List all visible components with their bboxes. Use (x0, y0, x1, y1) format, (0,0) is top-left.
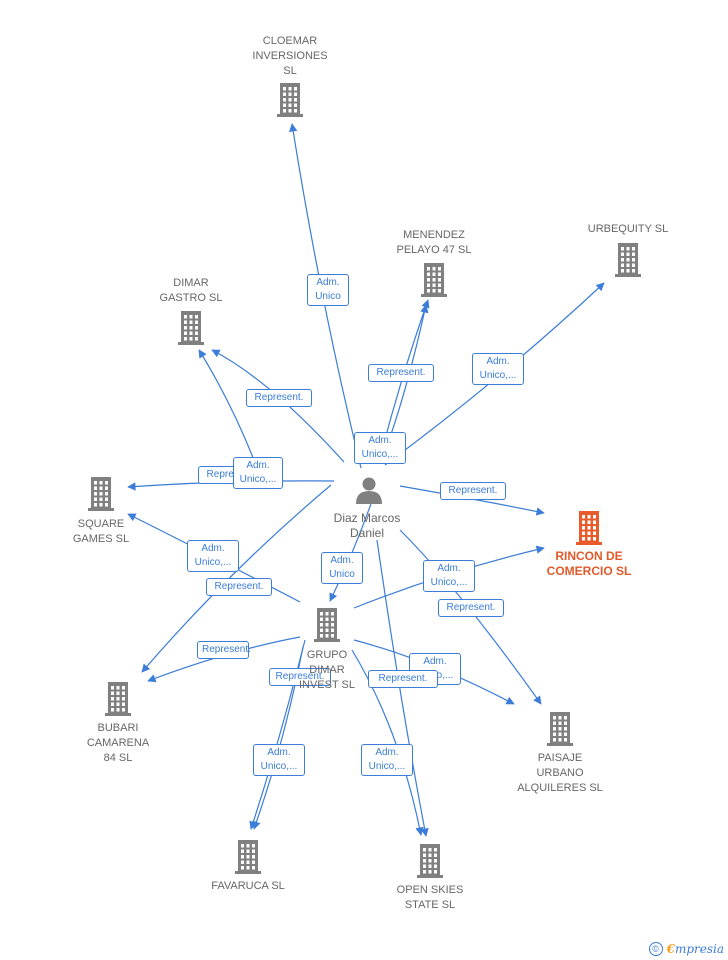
company-label-dimar[interactable]: DIMAR GASTRO SL (159, 277, 223, 304)
person-icon[interactable] (356, 477, 382, 505)
person-label[interactable]: Diaz Marcos Daniel (333, 511, 401, 540)
building-icon[interactable] (178, 311, 204, 345)
relation-label[interactable]: Represent. (206, 578, 272, 596)
building-icon[interactable] (547, 712, 573, 746)
company-label-urbequity[interactable]: URBEQUITY SL (587, 223, 669, 235)
company-label-grupo[interactable]: GRUPO DIMAR INVEST SL (298, 649, 356, 691)
relation-label[interactable]: Represent. (269, 668, 331, 686)
relation-label[interactable]: Adm. Unico (307, 274, 349, 306)
building-icon[interactable] (235, 840, 261, 874)
company-label-rincon[interactable]: RINCON DE COMERCIO SL (546, 549, 632, 578)
footer-brand: © €mpresia (648, 942, 724, 956)
relation-label[interactable]: Adm. Unico,... (233, 457, 283, 489)
building-icon[interactable] (417, 844, 443, 878)
relation-label[interactable]: Adm. Unico,... (423, 560, 475, 592)
relation-edge (351, 649, 424, 836)
relation-label[interactable]: Represent. (197, 641, 251, 659)
relation-label[interactable]: Represent. (440, 482, 506, 500)
relation-label[interactable]: Adm. Unico,... (253, 744, 305, 776)
relation-label[interactable]: Represent. (246, 389, 312, 407)
relation-edge (198, 349, 255, 461)
building-icon[interactable] (88, 477, 114, 511)
relation-edge (141, 484, 332, 673)
company-label-cloemar[interactable]: CLOEMAR INVERSIONES SL (252, 35, 328, 77)
relation-edge (249, 639, 306, 830)
relation-label[interactable]: Adm. Unico (321, 552, 363, 584)
relation-label[interactable]: Adm. Unico,... (472, 353, 524, 385)
building-icon[interactable] (615, 243, 641, 277)
relation-label[interactable]: Represent. (368, 364, 434, 382)
relation-edge (376, 539, 429, 837)
relation-label[interactable]: Represent. (438, 599, 504, 617)
relation-label[interactable]: Adm. Unico,... (354, 432, 406, 464)
company-label-square[interactable]: SQUARE GAMES SL (72, 518, 130, 545)
company-label-menendez[interactable]: MENENDEZ PELAYO 47 SL (396, 229, 472, 256)
building-icon[interactable] (421, 263, 447, 297)
relation-edge (329, 497, 374, 602)
relation-label[interactable]: Adm. Unico,... (187, 540, 239, 572)
brand-logo: €mpresia (666, 942, 724, 956)
building-icon[interactable] (105, 682, 131, 716)
building-icon[interactable] (314, 608, 340, 642)
company-label-paisaje[interactable]: PAISAJE URBANO ALQUILERES SL (517, 752, 603, 794)
building-icon[interactable] (576, 511, 602, 545)
relation-label[interactable]: Adm. Unico,... (361, 744, 413, 776)
relation-label[interactable]: Represent. (368, 670, 438, 688)
copyright-icon: © (648, 942, 663, 956)
building-icon[interactable] (277, 83, 303, 117)
company-label-favaruca[interactable]: FAVARUCA SL (211, 880, 285, 892)
company-label-openskies[interactable]: OPEN SKIES STATE SL (396, 884, 464, 911)
company-label-bubari[interactable]: BUBARI CAMARENA 84 SL (86, 722, 150, 764)
